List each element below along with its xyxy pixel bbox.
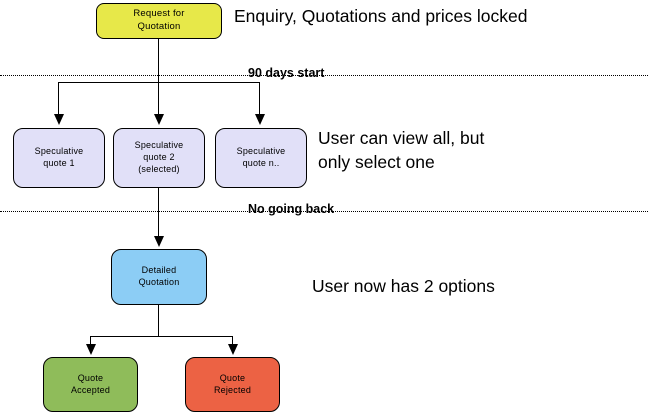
node-request-for-quotation-label: Request for Quotation xyxy=(133,8,185,32)
arrowhead-detailed xyxy=(154,236,164,247)
node-detailed-quotation[interactable]: Detailed Quotation xyxy=(111,249,207,305)
annotation-two-options: User now has 2 options xyxy=(312,276,495,296)
node-quote-accepted-label: Quote Accepted xyxy=(70,372,111,395)
connector-rfq-to-spec1 xyxy=(58,82,59,115)
node-speculative-quote-2-label: Speculative quote 2 (selected) xyxy=(134,140,184,174)
phase-divider-2 xyxy=(0,211,648,212)
arrowhead-spec1 xyxy=(54,114,64,125)
node-speculative-quote-n[interactable]: Speculative quote n.. xyxy=(215,128,307,188)
node-speculative-quote-2-selected[interactable]: Speculative quote 2 (selected) xyxy=(113,128,205,188)
arrowhead-accepted xyxy=(86,344,96,355)
phase-divider-1-label: 90 days start xyxy=(248,66,325,80)
connector-rfq-stem xyxy=(158,39,159,83)
node-request-for-quotation[interactable]: Request for Quotation xyxy=(96,3,222,39)
node-quote-accepted[interactable]: Quote Accepted xyxy=(43,357,138,412)
node-quote-rejected-label: Quote Rejected xyxy=(213,372,252,395)
phase-divider-1 xyxy=(0,75,648,76)
arrowhead-specn xyxy=(255,114,265,125)
arrowhead-rejected xyxy=(228,344,238,355)
connector-detailed-to-rejected xyxy=(232,336,233,345)
node-speculative-quote-n-label: Speculative quote n.. xyxy=(236,146,286,168)
connector-rfq-to-spec2 xyxy=(158,82,159,115)
phase-divider-2-label: No going back xyxy=(248,202,335,216)
node-speculative-quote-1-label: Speculative quote 1 xyxy=(34,146,84,168)
connector-spec2-to-detailed xyxy=(158,188,159,236)
annotation-view-all-select-one: User can view all, but only select one xyxy=(318,128,485,172)
node-quote-rejected[interactable]: Quote Rejected xyxy=(185,357,280,412)
annotation-prices-locked: Enquiry, Quotations and prices locked xyxy=(234,6,528,26)
connector-rfq-to-specn xyxy=(259,82,260,115)
arrowhead-spec2 xyxy=(154,114,164,125)
connector-detailed-bus xyxy=(90,336,233,337)
connector-detailed-to-accepted xyxy=(90,336,91,345)
node-speculative-quote-1[interactable]: Speculative quote 1 xyxy=(13,128,105,188)
node-detailed-quotation-label: Detailed Quotation xyxy=(138,265,180,287)
connector-detailed-stem xyxy=(158,305,159,337)
